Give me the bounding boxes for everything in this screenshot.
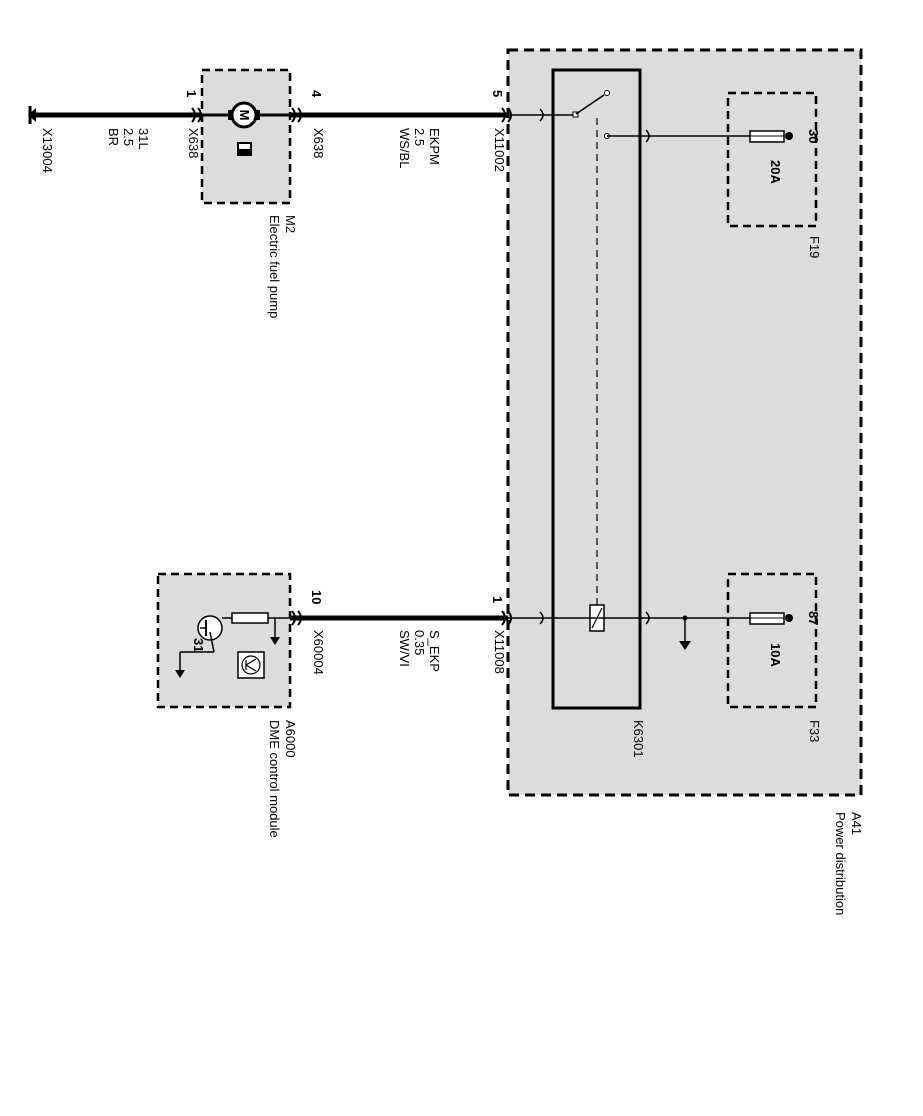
dme-pin-label: 10 bbox=[309, 590, 324, 604]
dme-code: A6000 bbox=[283, 720, 298, 758]
fuse-f33-code: F33 bbox=[807, 720, 822, 742]
fuse-f33-terminal: 87 bbox=[806, 611, 821, 625]
ground-branch-arrow bbox=[679, 615, 691, 650]
fuse-f19-terminal: 30 bbox=[806, 129, 821, 143]
connector-x11008 bbox=[501, 610, 506, 626]
a41-connector-x11008: X11008 bbox=[492, 630, 507, 674]
a41-code: A41 bbox=[849, 812, 864, 835]
dme-name: DME control module bbox=[267, 720, 282, 838]
a41-name: Power distribution bbox=[833, 812, 848, 915]
dme-box bbox=[156, 572, 292, 709]
a41-pin-1: 1 bbox=[490, 596, 505, 603]
ground-wire-circuit: 31L bbox=[136, 128, 151, 150]
pump-wire-color: WS/BL bbox=[397, 128, 412, 168]
a41-connector-x11002: X11002 bbox=[492, 128, 507, 172]
pump-code: M2 bbox=[283, 215, 298, 233]
control-wire-circuit: S_EKP bbox=[427, 630, 442, 672]
a41-pin-5: 5 bbox=[490, 90, 505, 97]
pump-wire-circuit: EKPM bbox=[427, 128, 442, 165]
control-wire-color: SW/VI bbox=[397, 630, 412, 667]
fuse-f33-box bbox=[726, 572, 818, 709]
pump-name: Electric fuel pump bbox=[267, 215, 282, 318]
fuse-f33-rating: 10A bbox=[768, 643, 783, 667]
relay-code: K6301 bbox=[631, 720, 646, 758]
ground-wire-pin: 1 bbox=[184, 90, 199, 97]
fuse-f19-box bbox=[726, 91, 818, 228]
dme-ground-pin: 31 bbox=[191, 638, 206, 652]
connector-x60004 bbox=[291, 610, 296, 626]
fuse-f19-rating: 20A bbox=[768, 160, 783, 184]
fuse-f19-symbol bbox=[749, 130, 793, 143]
dme-internals bbox=[175, 612, 290, 679]
relay-switch bbox=[572, 90, 610, 139]
dme-connector-label: X60004 bbox=[311, 630, 326, 675]
ground-label: X13004 bbox=[40, 128, 55, 173]
motor-symbol: M bbox=[202, 101, 290, 156]
pump-pin-label: 4 bbox=[309, 90, 324, 98]
ground-wire bbox=[28, 106, 202, 124]
fuse-f19-code: F19 bbox=[807, 236, 822, 258]
ground-wire-color: BR bbox=[106, 128, 121, 146]
pump-wire-size: 2.5 bbox=[412, 128, 427, 146]
ground-wire-size: 2.5 bbox=[121, 128, 136, 146]
fuse-f33-symbol bbox=[749, 612, 793, 625]
motor-letter: M bbox=[237, 110, 252, 121]
pump-connector-label: X638 bbox=[311, 128, 326, 158]
connector-x11002 bbox=[501, 107, 506, 123]
ground-wire-connector: X638 bbox=[186, 128, 201, 158]
connector-x638-pin1 bbox=[191, 107, 196, 123]
fuel-pump-box bbox=[200, 68, 292, 205]
control-wire-size: 0.35 bbox=[412, 630, 427, 655]
